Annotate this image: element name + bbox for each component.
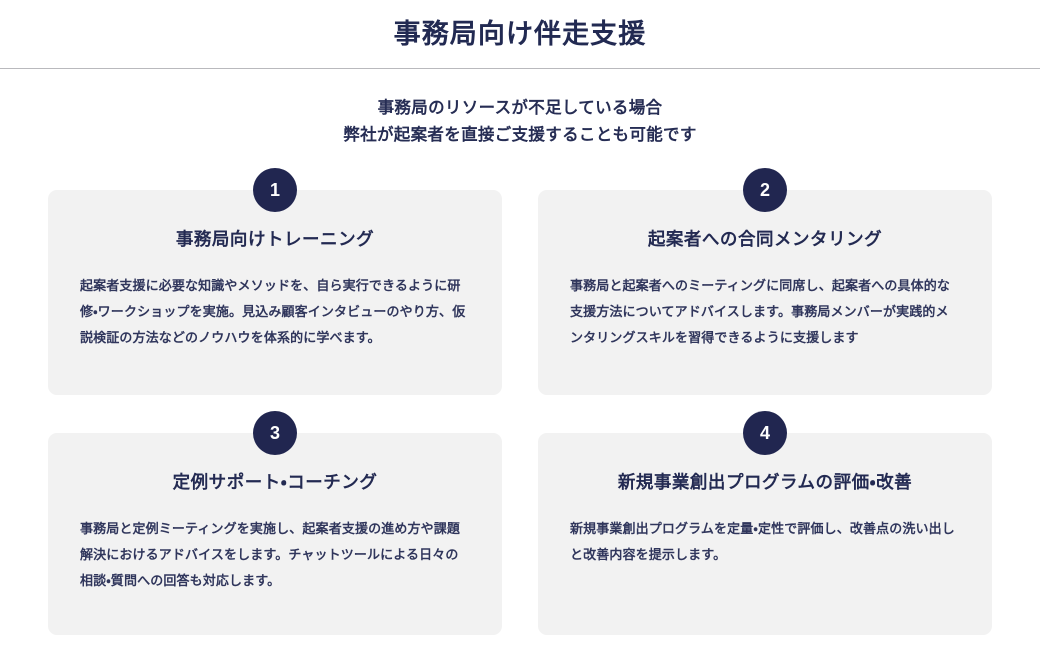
card-number-badge-4: 4 <box>743 411 787 455</box>
support-card-2: 2 起案者への合同メンタリング 事務局と起案者へのミーティングに同席し、起案者へ… <box>538 168 992 395</box>
support-card-3: 3 定例サポート・コーチング 事務局と定例ミーティングを実施し、起案者支援の進め… <box>48 411 502 635</box>
support-card-4: 4 新規事業創出プログラムの評価・改善 新規事業創出プログラムを定量・定性で評価… <box>538 411 992 635</box>
card-body-4: 新規事業創出プログラムを定量・定性で評価し、改善点の洗い出しと改善内容を提示しま… <box>570 520 955 562</box>
card-heading-4: 新規事業創出プログラムの評価・改善 <box>617 472 913 492</box>
subtitle-block: 事務局のリソースが不足している場合 弊社が起案者を直接ご支援することも可能です <box>0 95 1040 148</box>
card-number-badge-3: 3 <box>253 411 297 455</box>
card-heading-1: 事務局向けトレーニング <box>175 229 375 249</box>
slide-header: 事務局向け伴走支援 <box>0 0 1040 69</box>
card-heading-3: 定例サポート・コーチング <box>172 472 378 492</box>
card-body-1: 起案者支援に必要な知識やメソッドを、自ら実行できるように研修・ワークショップを実… <box>80 277 466 345</box>
subtitle-line-2: 弊社が起案者を直接ご支援することも可能です <box>343 125 697 144</box>
card-heading-2: 起案者への合同メンタリング <box>647 229 883 249</box>
support-card-grid: 1 事務局向けトレーニング 起案者支援に必要な知識やメソッドを、自ら実行できるよ… <box>48 168 992 635</box>
page-title: 事務局向け伴走支援 <box>393 18 647 49</box>
card-number-badge-1: 1 <box>253 168 297 212</box>
card-body-2: 事務局と起案者へのミーティングに同席し、起案者への具体的な支援方法についてアドバ… <box>570 277 950 345</box>
support-card-1: 1 事務局向けトレーニング 起案者支援に必要な知識やメソッドを、自ら実行できるよ… <box>48 168 502 395</box>
card-body-3: 事務局と定例ミーティングを実施し、起案者支援の進め方や課題解決におけるアドバイス… <box>80 520 460 588</box>
card-number-badge-2: 2 <box>743 168 787 212</box>
subtitle-line-1: 事務局のリソースが不足している場合 <box>377 99 663 117</box>
